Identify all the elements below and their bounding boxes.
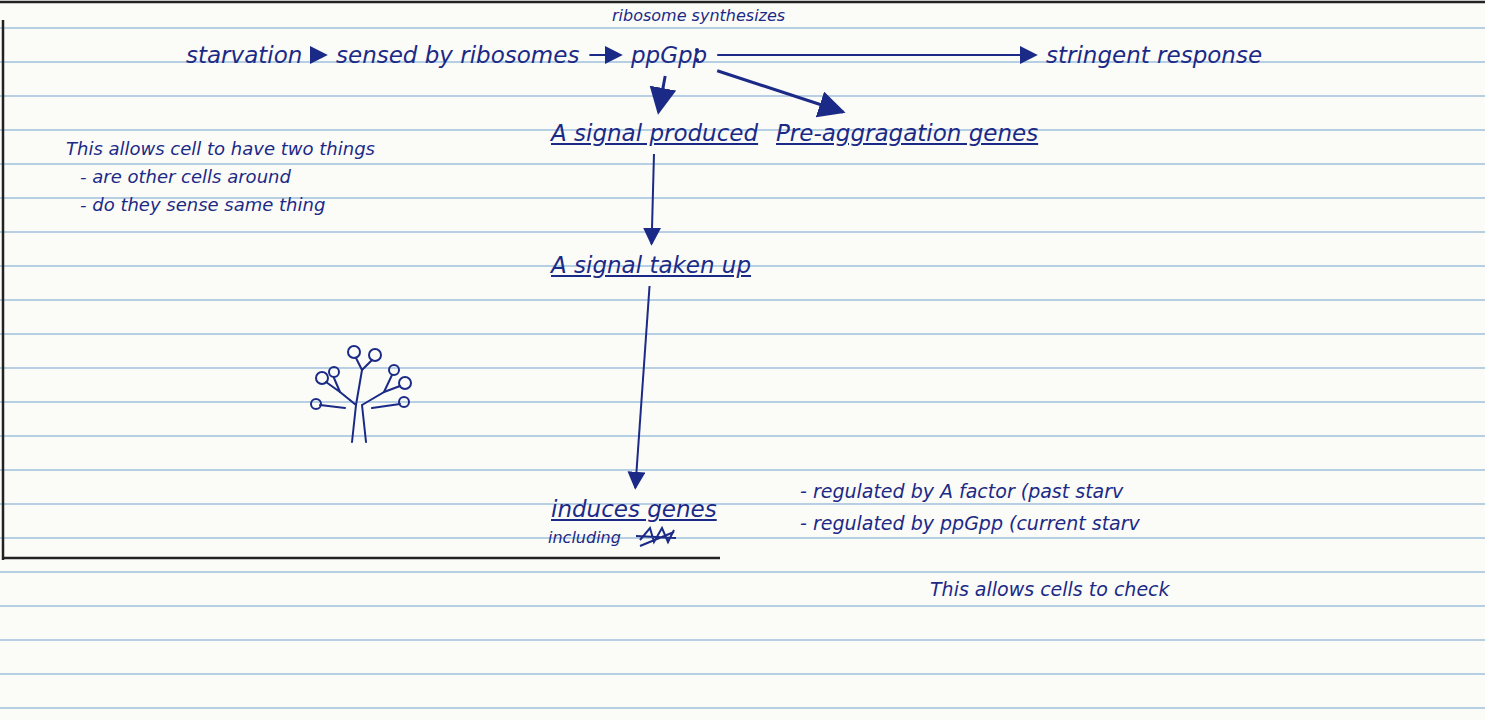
flow-arrow — [717, 71, 843, 112]
handwritten-note: ribosome synthesizes — [612, 6, 785, 25]
flow-arrow — [658, 76, 665, 112]
step-text: induces genes — [551, 496, 717, 522]
flow-arrow — [312, 54, 326, 56]
flow-arrow — [589, 54, 621, 56]
step-text: ppGpp — [631, 42, 707, 68]
note-step: induces genes — [545, 492, 723, 526]
note-step: A signal produced — [545, 116, 764, 150]
step-text: Pre-aggragation genes — [776, 120, 1038, 146]
note-step: starvation — [180, 38, 308, 72]
flow-arrow — [635, 286, 649, 488]
flow-arrow — [717, 54, 1036, 56]
scribble-strikeout — [636, 528, 676, 546]
note-step: sensed by ribosomes — [330, 38, 585, 72]
flow-arrow — [652, 154, 654, 244]
note-step: A signal taken up — [545, 248, 757, 282]
step-text: starvation — [186, 42, 302, 68]
handwritten-note: - regulated by A factor (past starv — [800, 480, 1123, 502]
handwritten-note: This allows cells to check — [930, 578, 1170, 600]
step-text: stringent response — [1046, 42, 1262, 68]
note-step: Pre-aggragation genes — [770, 116, 1044, 150]
handwritten-note: This allows cell to have two things — [66, 138, 375, 159]
handwritten-note: including — [548, 528, 621, 547]
step-text: A signal produced — [551, 120, 758, 146]
fruiting-body-sketch — [311, 346, 411, 442]
step-text: A signal taken up — [551, 252, 751, 278]
note-step: ppGpp — [625, 38, 713, 72]
handwritten-note: - do they sense same thing — [80, 194, 325, 215]
step-text: sensed by ribosomes — [336, 42, 579, 68]
note-step: stringent response — [1040, 38, 1268, 72]
handwritten-note: - are other cells around — [80, 166, 291, 187]
handwritten-note: - regulated by ppGpp (current starv — [800, 512, 1140, 534]
